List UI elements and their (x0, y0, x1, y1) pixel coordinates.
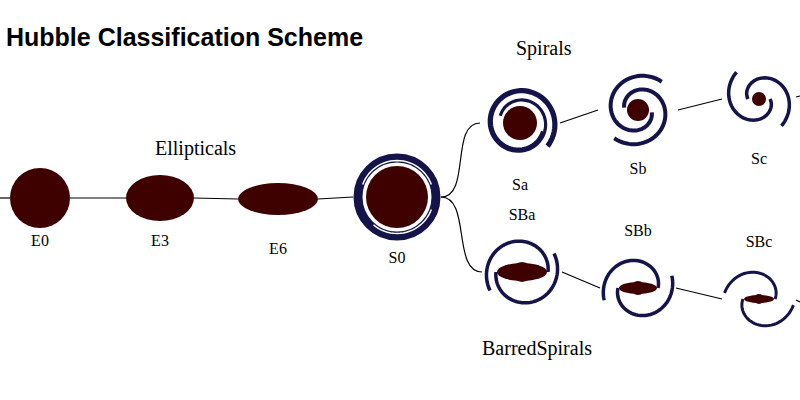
diagram-title: Hubble Classification Scheme (6, 24, 363, 52)
spiral-galaxy: Sc (722, 62, 796, 136)
group-label: Spirals (516, 37, 572, 59)
elliptical-galaxy: E0 (10, 168, 70, 228)
barred-spiral-galaxy: SBb (600, 250, 676, 326)
fork-line (560, 110, 598, 123)
class-label: E0 (31, 232, 49, 250)
spiral-galaxy: Sa (480, 83, 560, 163)
barred-spiral-galaxy-shape (600, 250, 676, 326)
barred-spiral-galaxy-shape (722, 262, 796, 336)
fork-line-start (0, 197, 10, 198)
elliptical-galaxy-shape (238, 183, 318, 215)
fork-line (70, 197, 126, 198)
barred-spiral-galaxy: SBc (722, 262, 796, 336)
class-label: SBa (509, 206, 536, 224)
group-label: Ellipticals (155, 137, 236, 159)
fork-line (676, 288, 722, 299)
barred-spiral-galaxy-shape (482, 232, 562, 312)
class-label: Sa (512, 176, 528, 194)
class-label: E3 (151, 232, 169, 250)
class-label: SBb (624, 222, 652, 240)
fork-line (441, 123, 480, 197)
class-label: S0 (389, 249, 406, 267)
barred-spiral-galaxy: SBa (482, 232, 562, 312)
fork-line (441, 197, 482, 272)
fork-line (318, 197, 353, 199)
elliptical-galaxy-shape (126, 175, 194, 221)
lenticular-galaxy-shape (353, 153, 441, 241)
class-label: SBc (746, 233, 773, 251)
spiral-galaxy: Sb (598, 70, 678, 150)
group-label: BarredSpirals (482, 337, 592, 359)
class-label: Sb (630, 160, 647, 178)
lenticular-galaxy: S0 (353, 153, 441, 241)
fork-line-end (796, 300, 800, 302)
fork-line (194, 198, 238, 199)
spiral-galaxy-shape (722, 62, 796, 136)
fork-line (678, 99, 722, 110)
elliptical-galaxy-shape (10, 168, 70, 228)
fork-line (562, 272, 600, 288)
fork-line-end (796, 96, 800, 97)
class-label: E6 (269, 240, 287, 258)
elliptical-galaxy: E3 (126, 175, 194, 221)
elliptical-galaxy: E6 (238, 183, 318, 215)
class-label: Sc (751, 150, 767, 168)
spiral-galaxy-shape (480, 83, 560, 163)
spiral-galaxy-shape (598, 70, 678, 150)
